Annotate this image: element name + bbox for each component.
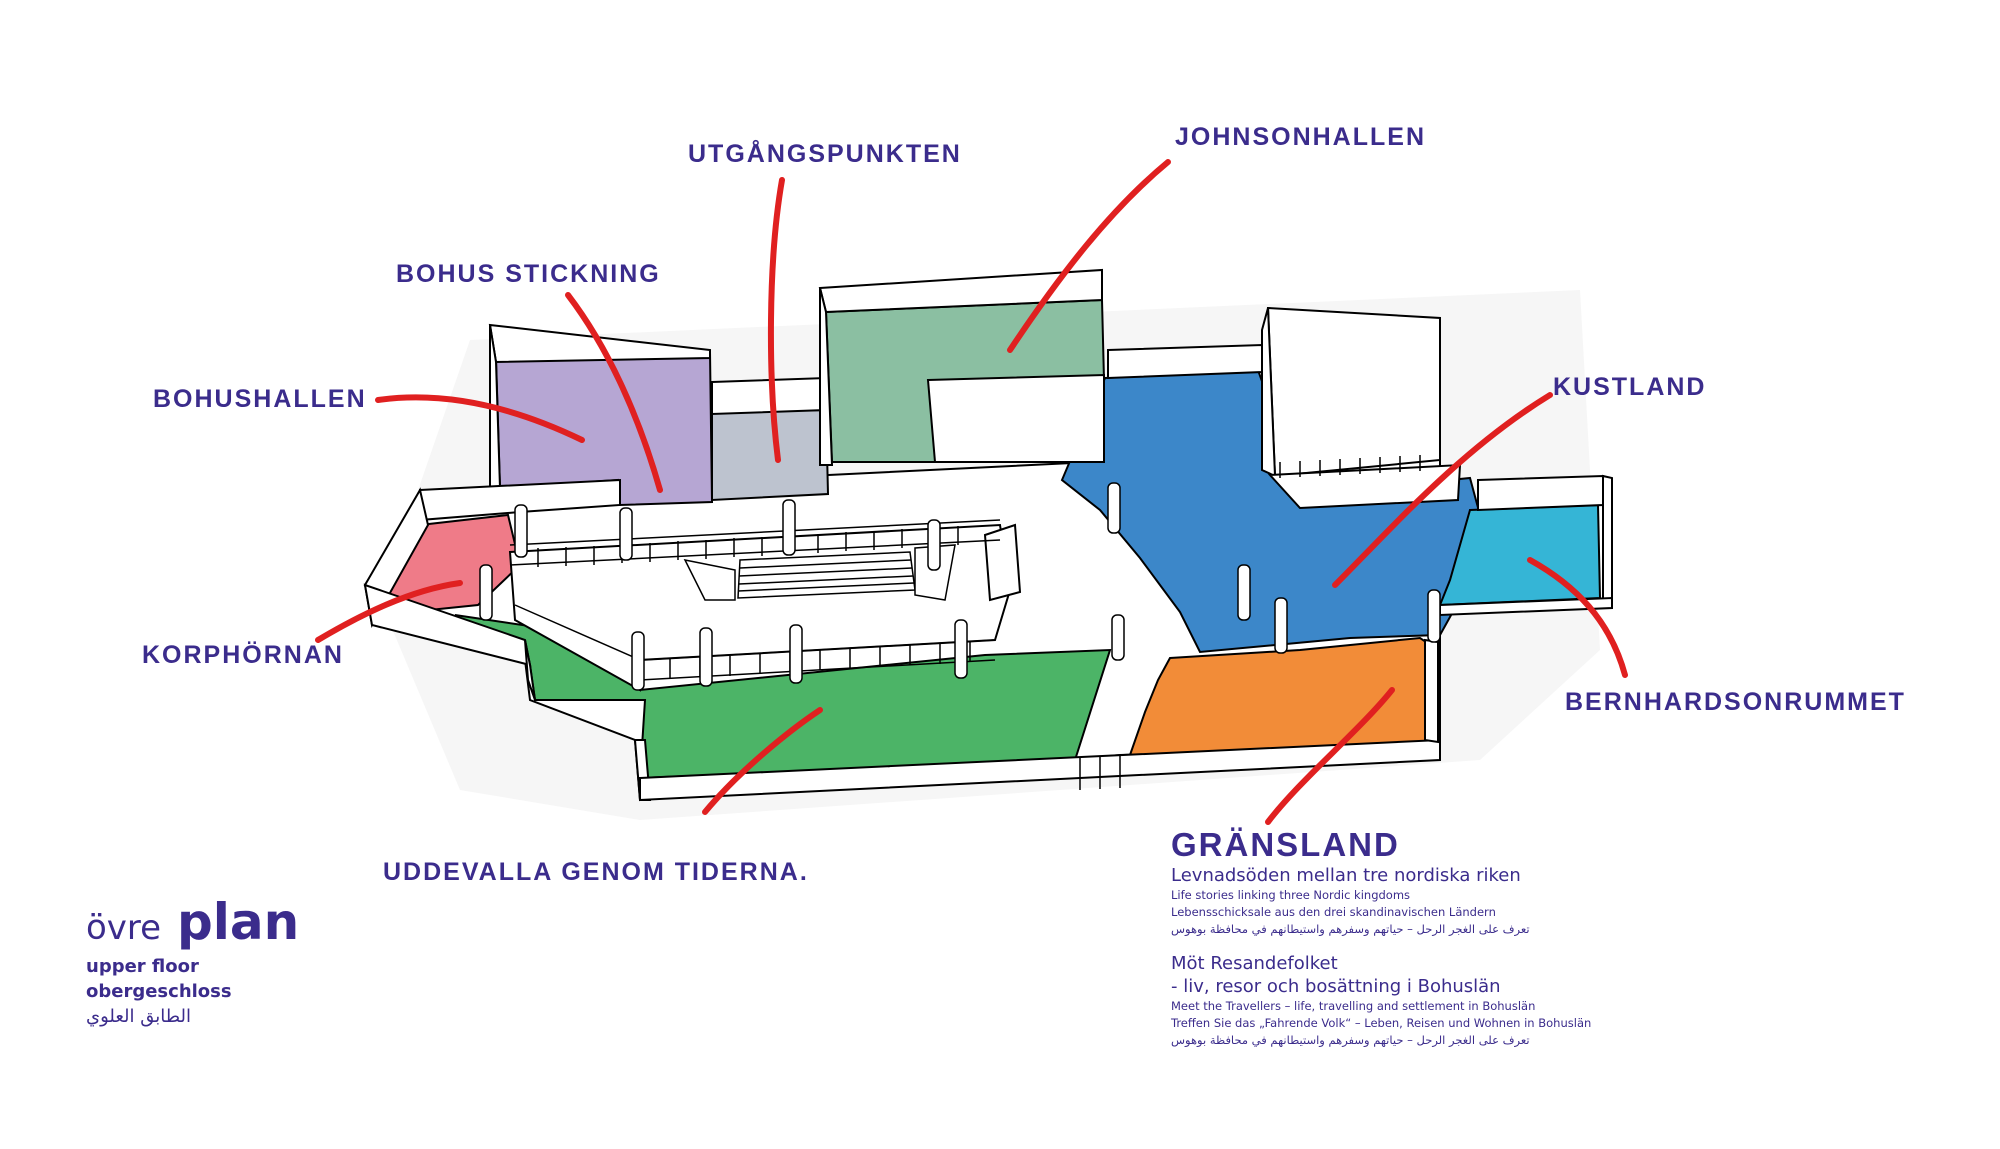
label-bohushallen: BOHUSHALLEN [153, 385, 367, 413]
gransland-line3: Lebensschicksale aus den drei skandinavi… [1171, 905, 1496, 919]
gransland-line7: Meet the Travellers – life, travelling a… [1171, 999, 1536, 1013]
pointer-korphornan [315, 580, 463, 643]
gransland-line4: تعرف على الغجر الرحل – حياتهم وسفرهم واس… [1171, 922, 1530, 936]
gransland-line2: Life stories linking three Nordic kingdo… [1171, 888, 1411, 902]
gransland-line9: تعرف على الغجر الرحل – حياتهم وسفرهم واس… [1171, 1033, 1530, 1047]
label-gransland: GRÄNSLAND [1171, 826, 1400, 863]
label-bohus-stickning: BOHUS STICKNING [396, 260, 661, 288]
pointer-gransland [1265, 687, 1395, 825]
label-bernhardsonrummet: BERNHARDSONRUMMET [1565, 688, 1906, 716]
gransland-line5: Möt Resandefolket [1171, 953, 1338, 974]
pointer-strokes [315, 159, 1628, 825]
floor-upper: upper floor [86, 956, 199, 977]
pointer-johnsonhallen [1007, 159, 1171, 353]
pointer-kustland [1332, 392, 1553, 588]
pointer-bohushallen [375, 394, 585, 443]
label-utgangspunkten: UTGÅNGSPUNKTEN [688, 140, 962, 168]
label-korphornan: KORPHÖRNAN [142, 641, 344, 669]
gransland-info: GRÄNSLAND Levnadsöden mellan tre nordisk… [1171, 826, 1591, 1049]
label-uddevalla: UDDEVALLA GENOM TIDERNA. [383, 858, 809, 886]
gransland-line1: Levnadsöden mellan tre nordiska riken [1171, 865, 1521, 886]
floor-ovre: övre [86, 908, 162, 948]
gransland-line8: Treffen Sie das „Fahrende Volk“ – Leben,… [1171, 1016, 1592, 1030]
pointer-utgangspunkten [767, 177, 785, 463]
stairs [683, 544, 956, 601]
floor-plan: plan [176, 893, 300, 951]
room-utgangspunkten [711, 408, 830, 502]
gransland-line6: - liv, resor och bosättning i Bohuslän [1171, 976, 1501, 997]
floor-arabic: الطابق العلوي [86, 1006, 191, 1027]
label-kustland: KUSTLAND [1553, 373, 1707, 401]
columns [479, 482, 1441, 691]
pointer-bohus-stickning [565, 292, 663, 493]
pointer-uddevalla [702, 707, 823, 815]
pointer-bernhardsonrummet [1527, 557, 1628, 678]
floor-legend: övre plan upper floor obergeschloss الطا… [86, 896, 299, 1029]
label-johnsonhallen: JOHNSONHALLEN [1175, 123, 1427, 151]
floor-ober: obergeschloss [86, 981, 232, 1002]
